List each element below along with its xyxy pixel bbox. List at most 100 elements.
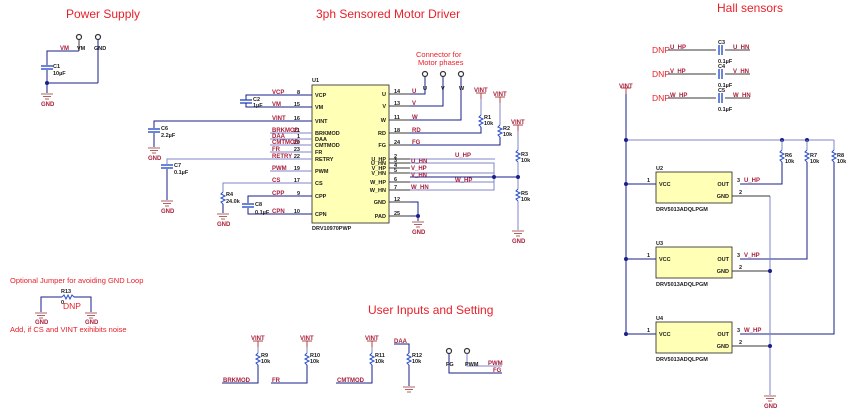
net-w-hp: W_HP bbox=[455, 178, 472, 184]
hall-out-label: OUT bbox=[717, 332, 729, 338]
pwm-connector-icon[interactable] bbox=[463, 347, 471, 355]
u1-pin-name: RETRY bbox=[315, 157, 334, 163]
u1-pin-number: 11 bbox=[394, 115, 400, 121]
v-phase-connector-icon[interactable] bbox=[439, 70, 447, 78]
junction-dot bbox=[624, 332, 628, 336]
dnp-label: DNP bbox=[652, 93, 670, 103]
u1-pin-name: DAA bbox=[315, 137, 327, 143]
hall-sensor-chip[interactable] bbox=[655, 246, 733, 279]
u1-net-label: CPN bbox=[272, 209, 285, 215]
c7-ref: C7 bbox=[174, 163, 181, 169]
fg-connector-icon[interactable] bbox=[445, 347, 453, 355]
u1-pin-number: 9 bbox=[297, 191, 300, 197]
u1-net-label: U bbox=[412, 89, 416, 95]
hall-out-net: U_HP bbox=[744, 178, 760, 184]
r3-ref: R3 bbox=[521, 152, 528, 158]
r2-value: 10k bbox=[503, 132, 513, 138]
junction-dot bbox=[768, 344, 772, 348]
vint-label-r3: VINT bbox=[511, 120, 525, 126]
u1-pin-name: U_HN bbox=[371, 161, 386, 167]
u1-chip-body[interactable] bbox=[311, 84, 390, 224]
hall-sensor-chip[interactable] bbox=[655, 171, 733, 204]
r4-value: 24.0k bbox=[226, 199, 241, 205]
dnp-cap-value: 0.1µF bbox=[718, 83, 733, 89]
net-u-hn: U_HN bbox=[411, 159, 427, 165]
gnd-jumper-block: Optional Jumper for avoiding GND Loop R1… bbox=[10, 276, 143, 334]
res-wire bbox=[271, 365, 308, 384]
hall-pin-number: 2 bbox=[739, 190, 742, 196]
r7-value: 10k bbox=[810, 159, 820, 165]
res-ref: R9 bbox=[261, 353, 268, 359]
vm-pin-label: VM bbox=[77, 46, 86, 52]
dnp-cap-value: 0.1µF bbox=[718, 107, 733, 113]
u-phase-connector-icon[interactable] bbox=[421, 70, 429, 78]
u1-net-label: W bbox=[412, 115, 418, 121]
r6-ref: R6 bbox=[785, 153, 792, 159]
hall-sensor-chip[interactable] bbox=[655, 321, 733, 354]
fg-net-label: FG bbox=[493, 368, 502, 374]
hall-gnd-label: GND bbox=[717, 269, 729, 275]
section-title-user-inputs: User Inputs and Setting bbox=[368, 303, 493, 317]
u1-pin-number: 7 bbox=[394, 185, 397, 191]
c1-ref: C1 bbox=[53, 64, 60, 70]
gnd-label-pad: GND bbox=[412, 230, 426, 236]
r5-ref: R5 bbox=[521, 191, 528, 197]
section-title-motor-driver: 3ph Sensored Motor Driver bbox=[316, 7, 460, 21]
res-ref: R10 bbox=[310, 353, 320, 359]
u1-pin-name: PAD bbox=[375, 214, 386, 220]
vint-label-r1: VINT bbox=[474, 88, 488, 94]
gnd-connector-icon[interactable] bbox=[94, 33, 102, 41]
res-ref: R12 bbox=[412, 353, 422, 359]
dnp-label: DNP bbox=[652, 69, 670, 79]
u1-pin-number: 3 bbox=[394, 158, 397, 164]
u1-pin-number: 12 bbox=[394, 197, 400, 203]
u1-pin-number: 22 bbox=[294, 154, 300, 160]
vint-label: VINT bbox=[365, 336, 379, 342]
section-title-hall-sensors: Hall sensors bbox=[717, 1, 783, 15]
u1-net-label: RD bbox=[412, 128, 421, 134]
u1-pin-number: 17 bbox=[294, 178, 300, 184]
res-value: 10k bbox=[310, 359, 320, 365]
r13-dnp: DNP bbox=[63, 301, 81, 311]
u1-net-label: CS bbox=[272, 178, 280, 184]
c2-ref: C2 bbox=[253, 97, 260, 103]
u1-pin-number: 21 bbox=[294, 128, 300, 134]
vint-label-hall: VINT bbox=[619, 84, 633, 90]
res-net-label: DAA bbox=[394, 339, 408, 345]
u1-pin-name: VCP bbox=[315, 93, 327, 99]
vm-connector-icon[interactable] bbox=[75, 33, 83, 41]
res-net-label: CMTMOD bbox=[337, 378, 365, 384]
u1-pin-name: FR bbox=[315, 150, 322, 156]
u1-pin-number: 10 bbox=[294, 209, 300, 215]
u1-pin-number: 4 bbox=[394, 163, 398, 169]
u1-net-label: CPP bbox=[272, 191, 284, 197]
w-phase-connector-icon[interactable] bbox=[457, 70, 465, 78]
res-value: 10k bbox=[375, 359, 385, 365]
r13-ref: R13 bbox=[61, 289, 71, 295]
u1-net-label: FR bbox=[272, 147, 281, 153]
net-w-hn: W_HN bbox=[411, 185, 429, 191]
u1-pin-number: 25 bbox=[394, 211, 400, 217]
hall-pin-number: 1 bbox=[647, 328, 650, 334]
hall-part: DRV5013ADQLPGM bbox=[656, 357, 708, 363]
pwm-conn-pin: PWM bbox=[465, 362, 479, 368]
resistor-icon bbox=[368, 352, 376, 366]
resistor-icon bbox=[405, 352, 413, 366]
dnp-cap-left-net: U_HP bbox=[670, 45, 686, 51]
u1-pin-number: 20 bbox=[294, 140, 300, 146]
dnp-label: DNP bbox=[652, 45, 670, 55]
u1-net-label: DAA bbox=[272, 134, 286, 140]
u1-pin-name: W_HN bbox=[370, 188, 386, 194]
u1-pin-name: CS bbox=[315, 181, 323, 187]
c8-ref: C8 bbox=[255, 202, 262, 208]
c6-value: 2.2µF bbox=[161, 133, 176, 139]
u1-pin-number: 2 bbox=[394, 154, 397, 160]
c7-value: 0.1µF bbox=[174, 170, 189, 176]
r13-value: 0 bbox=[61, 300, 64, 306]
r4-ref: R4 bbox=[226, 192, 234, 198]
vint-label: VINT bbox=[300, 336, 314, 342]
vint-label: VINT bbox=[251, 336, 265, 342]
hall-pin-number: 3 bbox=[737, 178, 740, 184]
